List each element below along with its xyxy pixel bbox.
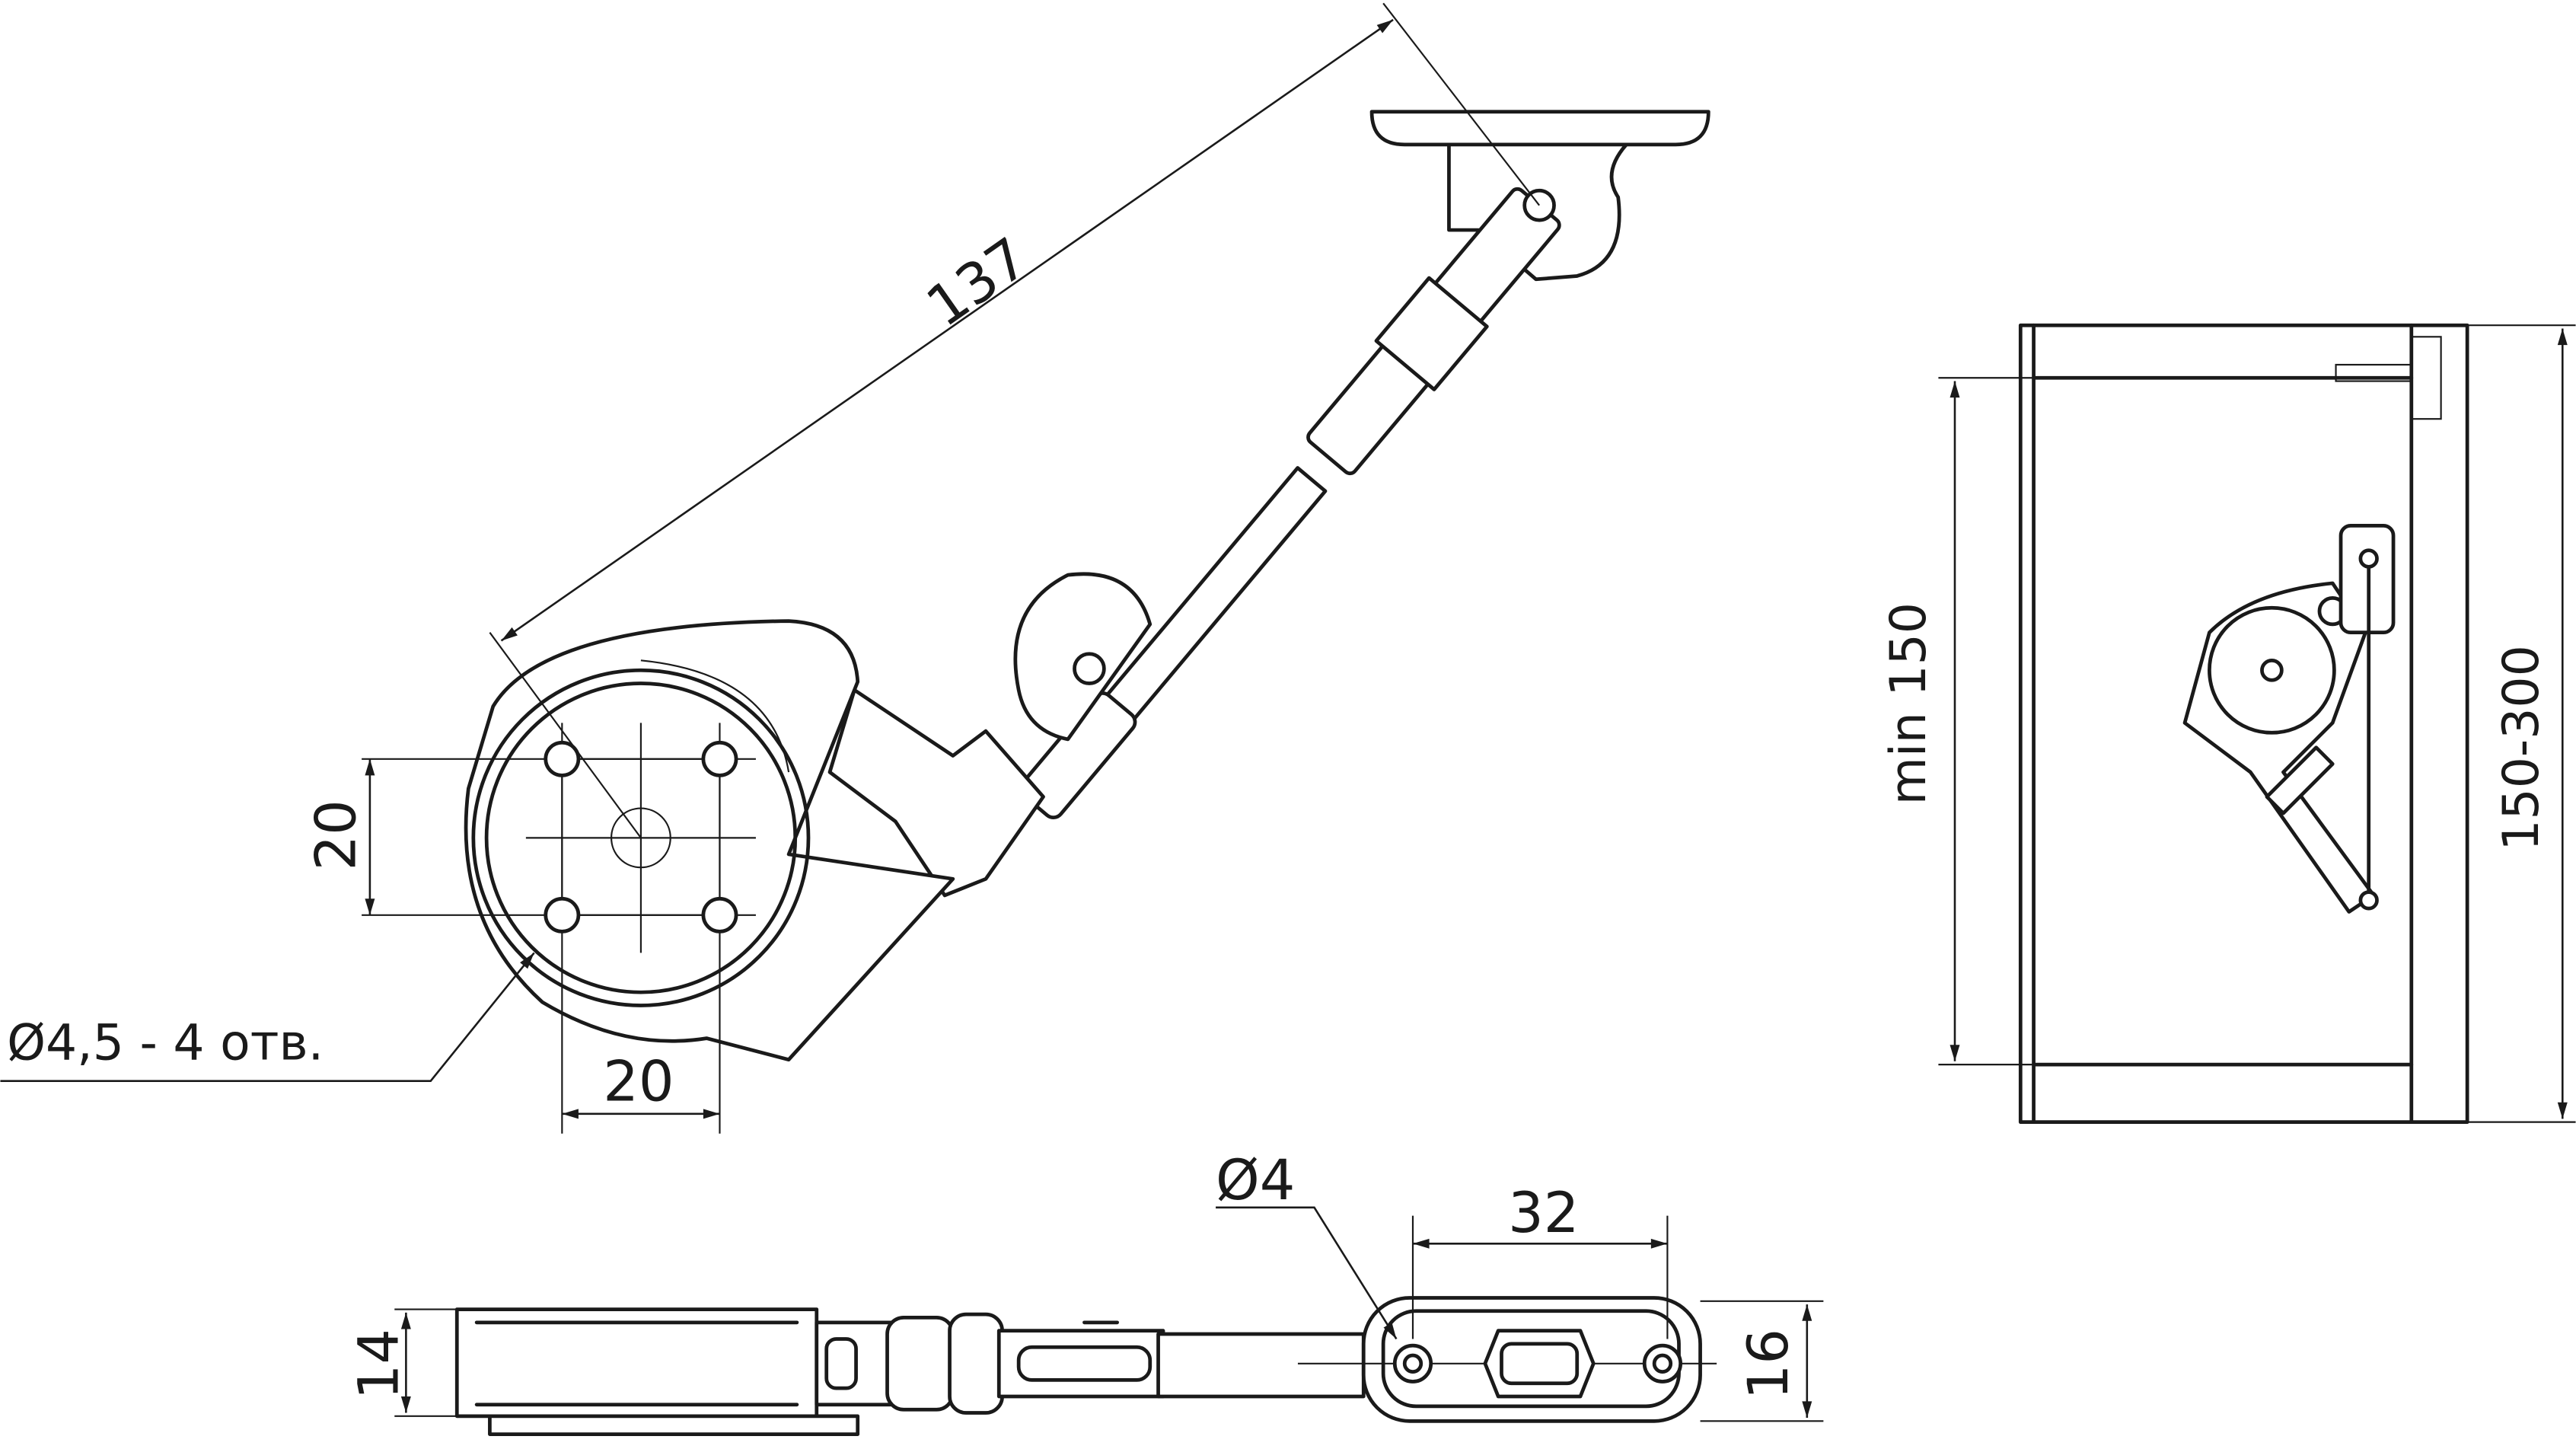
rotor-disc	[471, 668, 811, 1007]
hole-callout-label: Ø4,5 - 4 отв.	[7, 1015, 324, 1072]
cabinet-outline	[2018, 323, 2469, 1125]
dim-20-horizontal-label: 20	[603, 1050, 674, 1115]
top-mount-plate	[1369, 110, 1710, 147]
mount-hole	[701, 896, 738, 934]
rod	[1156, 1332, 1366, 1399]
dim-line-137	[500, 18, 1394, 642]
dim-150-300-label: 150-300	[2493, 645, 2550, 851]
dim-min-150-label: min 150	[1880, 602, 1937, 805]
dim-32-label: 32	[1508, 1181, 1579, 1246]
mount-hole	[701, 740, 738, 777]
dim-d4-label: Ø4	[1216, 1148, 1295, 1213]
front-view: 137 20 20 Ø4,5 - 4 отв.	[0, 2, 1710, 1134]
mount-hole	[544, 896, 581, 934]
gas-strut	[1019, 187, 1561, 819]
dim-14-label: 14	[347, 1329, 412, 1400]
bottom-view: 32 Ø4 14 16	[347, 1148, 1824, 1436]
dim-16-label: 16	[1736, 1329, 1801, 1400]
plate-slot	[1483, 1329, 1596, 1399]
side-view: min 150 150-300	[1880, 323, 2576, 1125]
housing-body	[454, 1307, 819, 1419]
plate-hole	[1642, 1343, 1683, 1384]
plate-hole	[1392, 1343, 1433, 1384]
mount-hole	[544, 740, 581, 777]
dim-137-label: 137	[916, 225, 1040, 340]
dim-20-vertical-label: 20	[304, 800, 368, 870]
